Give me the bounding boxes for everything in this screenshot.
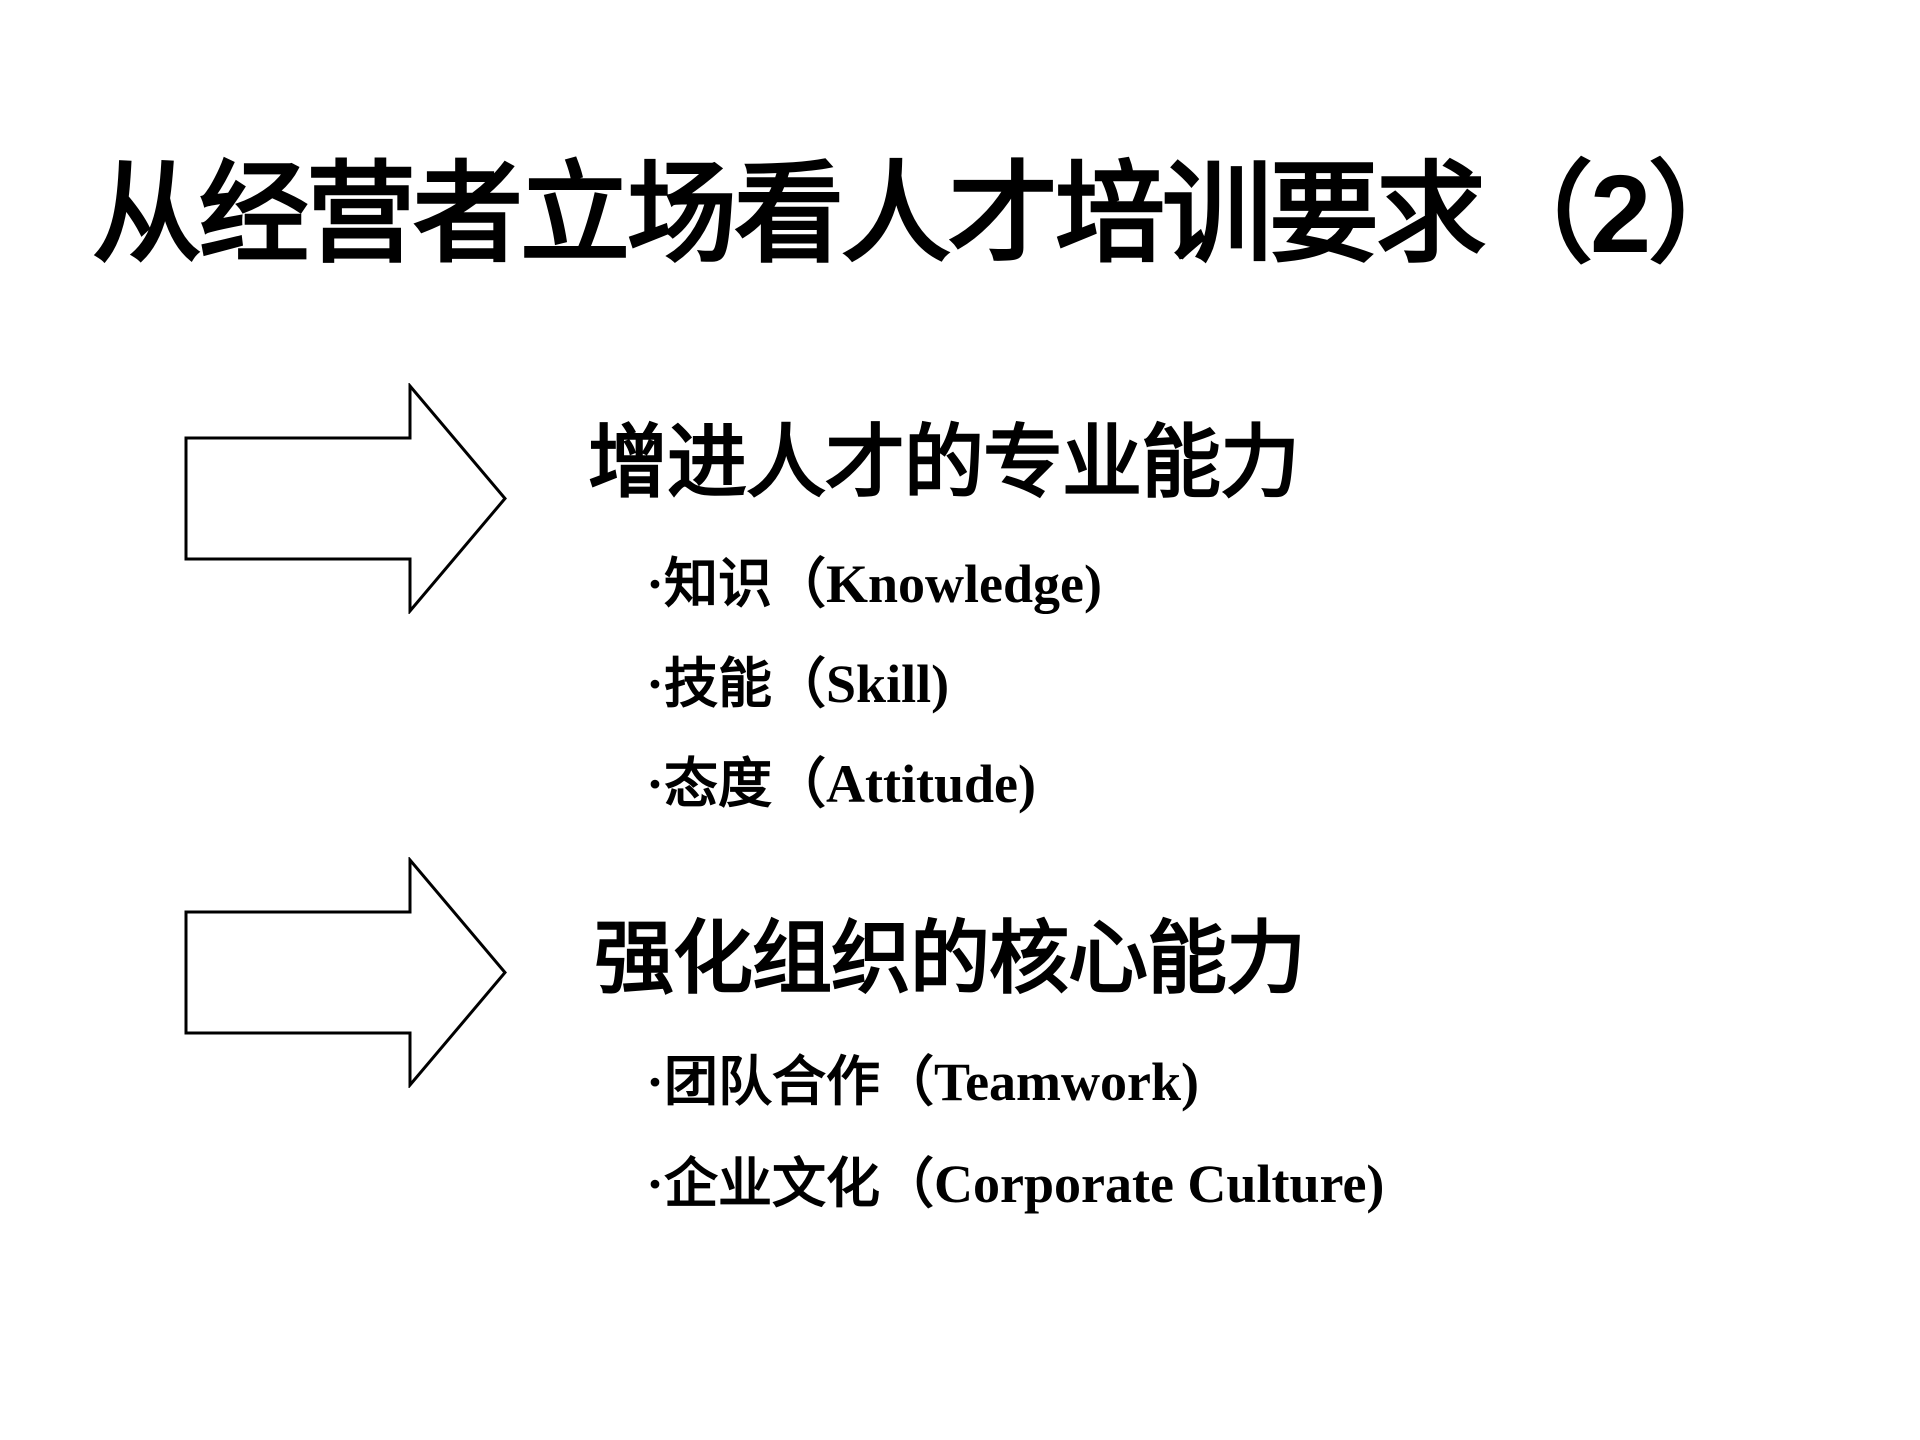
bullet-list-organization: ·团队合作（Teamwork) ·企业文化（Corporate Culture) — [646, 1055, 1384, 1211]
bullet-attitude: ·态度（Attitude) — [646, 754, 1036, 814]
bullet-knowledge: ·知识（Knowledge) — [646, 554, 1102, 614]
section-heading-core-ability: 强化组织的核心能力 — [594, 916, 1306, 1004]
right-arrow-icon — [184, 383, 507, 614]
slide-title: 从经营者立场看人才培训要求（2） — [92, 153, 1758, 276]
right-arrow-icon — [184, 857, 507, 1088]
section-heading-professional-ability: 增进人才的专业能力 — [588, 420, 1300, 508]
bullet-teamwork: ·团队合作（Teamwork) — [646, 1052, 1199, 1112]
bullet-corporate-culture: ·企业文化（Corporate Culture) — [646, 1154, 1385, 1214]
bullet-skill: ·技能（Skill) — [646, 654, 950, 714]
bullet-list-professional: ·知识（Knowledge) ·技能（Skill) ·态度（Attitude) — [646, 557, 1102, 811]
